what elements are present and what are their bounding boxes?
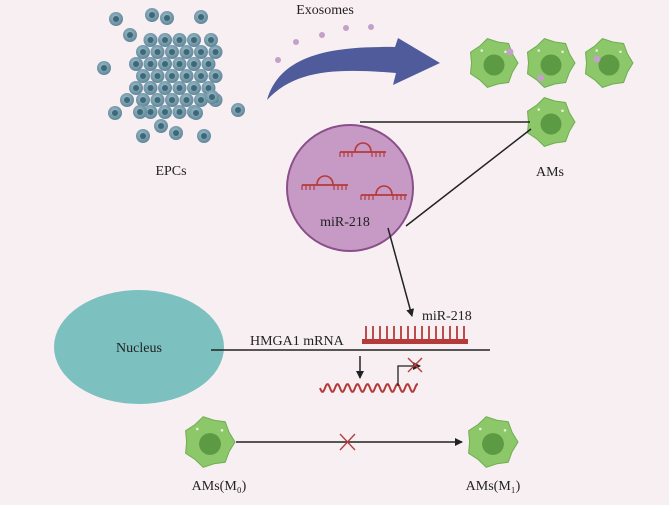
microrna-hairpin-icon [360,185,407,200]
epc-cell-icon [194,69,208,83]
nucleus-icon [54,290,224,404]
epc-cell-icon [179,45,194,59]
epcs-label: EPCs [155,164,186,179]
x-mark-icon [339,433,356,451]
ams-label: AMs [536,165,564,180]
epc-cell-icon [172,57,187,71]
epc-cell-icon [123,28,137,42]
macrophage-group [469,38,634,147]
epc-cell-icon [129,81,143,95]
x-mark-icon [407,357,423,373]
epc-cell-icon [120,93,134,107]
epc-cell-icon [194,45,208,59]
epc-cell-icon [165,45,179,59]
epc-cell-icon [204,33,218,47]
epc-cell-icon [172,81,187,95]
translation-arrow [397,362,421,386]
macrophage-icon [468,416,519,468]
vesicle-mirna-label: miR-218 [320,215,370,230]
epc-cell-icon [160,11,174,25]
epc-cell-icon [150,93,165,107]
microrna-hairpin-icon [301,175,348,190]
exosome-dot [506,48,514,56]
macrophage-icon [526,38,576,88]
epc-cell-icon [187,33,201,47]
epc-cell-icon [158,57,172,71]
ams-m1-label: AMs(M₁) [466,479,521,494]
epc-cell-icon [194,10,208,24]
transfer-arrow-icon [267,38,440,100]
epc-cell-icon [143,57,158,71]
nucleus-label: Nucleus [116,341,162,356]
epc-cell-icon [179,93,194,107]
epc-cell-icon [143,33,158,47]
epc-cell-icon [205,90,219,104]
epc-cell-icon [150,69,165,83]
epc-cell-icon [201,57,216,71]
epc-cell-icon [154,119,168,133]
epc-cell-icon [189,106,203,120]
epc-cell-icon [158,33,172,47]
macrophage-icon [185,416,236,468]
epc-cell-icon [143,81,158,95]
epc-cell-icon [179,69,194,83]
exosomes-label: Exosomes [296,3,354,18]
degraded-mrna-icon [319,383,418,393]
epc-cell-icon [136,45,150,59]
epc-cell-icon [169,126,183,140]
epc-cell-icon [208,69,223,83]
epc-cell-icon [231,103,245,117]
macrophage-icon [526,97,576,147]
epc-cell-icon [97,61,111,75]
epc-cell-icon [165,93,179,107]
epc-cell-icon [133,105,147,119]
epc-cell-icon [208,45,223,59]
epc-cell-icon [108,106,122,120]
epc-cell-icon [158,81,172,95]
exosome-dot [537,74,545,82]
macrophage-icon [469,38,519,88]
epc-cell-icon [145,8,159,22]
microrna-hairpin-icon [362,326,468,344]
connector-line [405,128,532,227]
epc-cell-icon [187,81,201,95]
microrna-hairpin-icon [339,142,386,157]
epc-cell-icon [158,105,172,119]
epc-cell-icon [136,129,150,143]
ams-m0-label: AMs(M₀) [192,479,247,494]
macrophage-group [185,416,519,468]
exosome-dot [593,55,601,63]
epc-cell-icon [109,12,123,26]
epc-cell-icon [172,33,187,47]
epc-cell-icon [197,129,211,143]
bound-mirna-label: miR-218 [422,309,472,324]
epc-cell-icon [143,105,158,119]
delivery-arrow [387,227,415,317]
epc-cell-icon [136,93,150,107]
exosome-dots [275,24,374,63]
epc-cell-icon [172,105,187,119]
epc-cell-icon [150,45,165,59]
epc-cell-icon [136,69,150,83]
exosome-vesicle-icon [286,124,414,252]
microrna-group [301,142,407,200]
macrophage-icon [584,38,634,88]
epc-cell-icon [187,57,201,71]
epc-cluster-icon [97,8,245,143]
epc-cell-icon [129,57,143,71]
epc-cell-icon [194,93,208,107]
hmga1-mrna-label: HMGA1 mRNA [250,334,345,349]
epc-cell-icon [165,69,179,83]
